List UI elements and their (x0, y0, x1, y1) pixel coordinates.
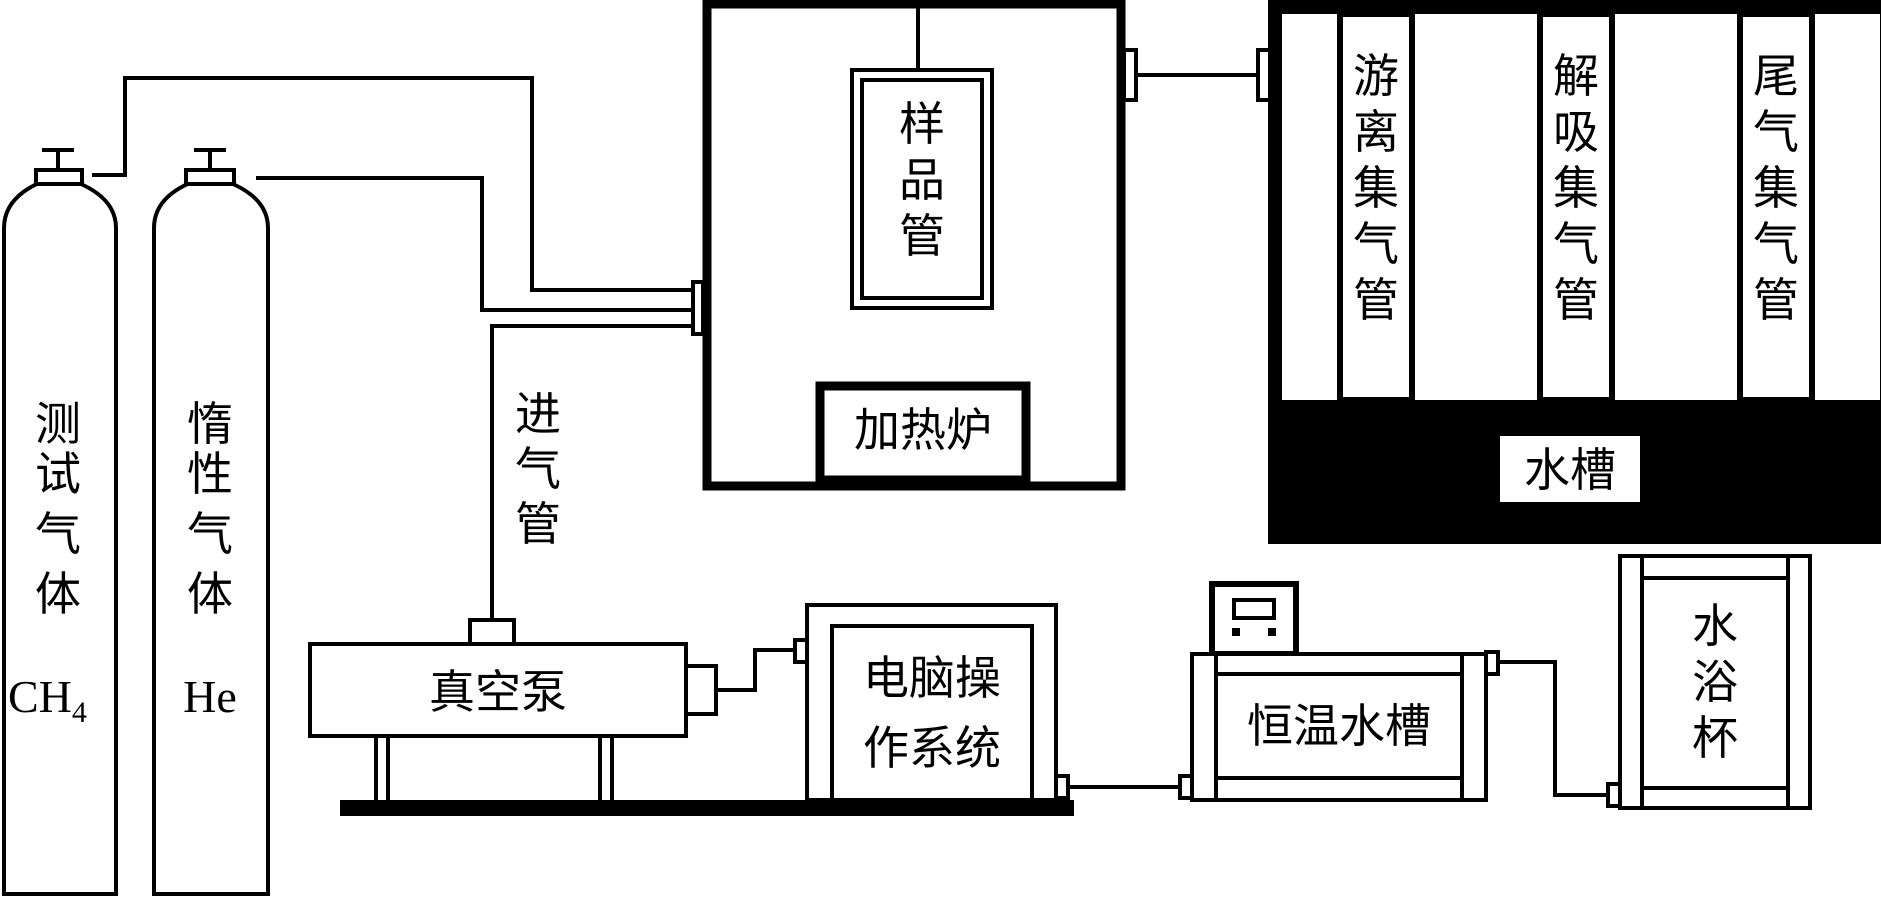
sample-tube-inner (860, 78, 984, 300)
ch4-cylinder: 测 试 气 体 CH4 (2, 148, 118, 896)
sample-tube-outer (850, 68, 994, 310)
computer-system-label-line2: 作系统 (863, 721, 1001, 775)
tail-gas-char: 气 (1753, 217, 1799, 271)
inert-gas-char: 体 (187, 567, 233, 621)
tail-gas-char: 气 (1753, 105, 1799, 159)
desorption-gas-tube-label: 解 吸 集 气 管 (1553, 49, 1599, 327)
collection-water-tank: 游 离 集 气 管 解 吸 集 气 管 尾 气 集 气 管 水槽 (1256, 0, 1881, 544)
water-bath-char: 浴 (1692, 655, 1738, 709)
free-gas-char: 集 (1353, 161, 1399, 215)
thermo-display (1232, 598, 1276, 620)
desorption-gas-tube (1537, 11, 1615, 403)
water-tank-label-box (1500, 436, 1640, 502)
ch4-formula-main: CH (8, 671, 72, 722)
desorption-gas-char: 集 (1553, 161, 1599, 215)
test-gas-char: 气 (35, 507, 81, 561)
tail-gas-tube-label: 尾 气 集 气 管 (1753, 49, 1799, 327)
furnace-inlet-port (691, 280, 705, 336)
pump-body (308, 642, 688, 738)
ch4-valve-neck (34, 168, 84, 186)
pump-top-port (468, 618, 516, 646)
he-formula: He (183, 671, 237, 722)
thermo-button-left (1232, 628, 1240, 636)
sample-tube-char: 管 (899, 209, 945, 263)
pump-to-computer-pipe (716, 648, 795, 692)
he-label: 惰 性 气 体 He (183, 397, 237, 722)
water-bath-char: 杯 (1692, 711, 1738, 765)
ch4-label: 测 试 气 体 CH4 (8, 397, 87, 729)
heating-furnace-box (815, 381, 1031, 485)
thermostatic-tank-label: 恒温水槽 (1247, 699, 1431, 753)
inert-gas-char: 气 (187, 507, 233, 561)
free-gas-char: 管 (1353, 273, 1399, 327)
vacuum-pump: 真空泵 (308, 618, 718, 800)
heating-furnace-label: 加热炉 (854, 403, 992, 457)
computer-operating-system: 电脑操 作系统 (793, 603, 1070, 802)
vacuum-pump-label: 真空泵 (429, 665, 567, 719)
sample-tube-char: 品 (899, 153, 945, 207)
intake-pipe-char: 管 (515, 497, 561, 551)
pipes (92, 73, 1608, 797)
tail-gas-char: 管 (1753, 273, 1799, 327)
thermostatic-water-tank: 恒温水槽 (1178, 581, 1500, 802)
intake-pipe-char: 进 (515, 387, 561, 441)
free-gas-tube-label: 游 离 集 气 管 (1353, 49, 1399, 327)
thermo-button-right (1268, 628, 1276, 636)
free-gas-char: 游 (1353, 49, 1399, 103)
desorption-gas-char: 气 (1553, 217, 1599, 271)
thermo-outer-box (1190, 652, 1488, 802)
sample-tube-char: 样 (899, 97, 945, 151)
desorption-gas-char: 吸 (1553, 105, 1599, 159)
ch4-formula-subscript: 4 (72, 696, 87, 729)
free-gas-char: 气 (1353, 217, 1399, 271)
intake-pipe-line (490, 324, 698, 620)
desorption-gas-char: 解 (1553, 49, 1599, 103)
sample-tube-label: 样 品 管 (899, 97, 945, 263)
thermo-to-bath-pipe (1498, 660, 1608, 797)
tail-gas-char: 集 (1753, 161, 1799, 215)
water-bath-cup: 水 浴 杯 (1606, 554, 1812, 810)
computer-system-label-line1: 电脑操 (863, 651, 1001, 705)
free-gas-tube (1337, 11, 1415, 403)
free-gas-char: 离 (1353, 105, 1399, 159)
test-gas-char: 测 (35, 397, 81, 451)
base-platform (340, 800, 1074, 816)
ch4-formula: CH4 (8, 671, 87, 729)
water-bath-char: 水 (1692, 599, 1738, 653)
desorption-gas-char: 管 (1553, 273, 1599, 327)
test-gas-char: 试 (35, 447, 81, 501)
water-bath-label: 水 浴 杯 (1692, 599, 1738, 765)
furnace-outlet-port (1122, 48, 1138, 102)
he-valve-neck (184, 168, 236, 186)
tail-gas-tube (1737, 11, 1815, 403)
computer-inner-box (830, 624, 1034, 802)
furnace-enclosure: 样 品 管 加热炉 (691, 0, 1138, 491)
tail-gas-char: 尾 (1753, 49, 1799, 103)
intake-pipe-label: 进 气 管 (515, 387, 561, 551)
inert-gas-char: 惰 (187, 397, 233, 451)
ch4-supply-pipe (92, 76, 698, 292)
water-tank-label: 水槽 (1524, 443, 1616, 497)
pump-outlet-port (684, 664, 718, 716)
bath-outer-box (1618, 554, 1812, 810)
test-gas-char: 体 (35, 567, 81, 621)
he-cylinder: 惰 性 气 体 He (152, 148, 270, 896)
intake-pipe-char: 气 (515, 442, 561, 496)
inert-gas-char: 性 (187, 447, 233, 501)
he-supply-pipe (256, 176, 698, 312)
